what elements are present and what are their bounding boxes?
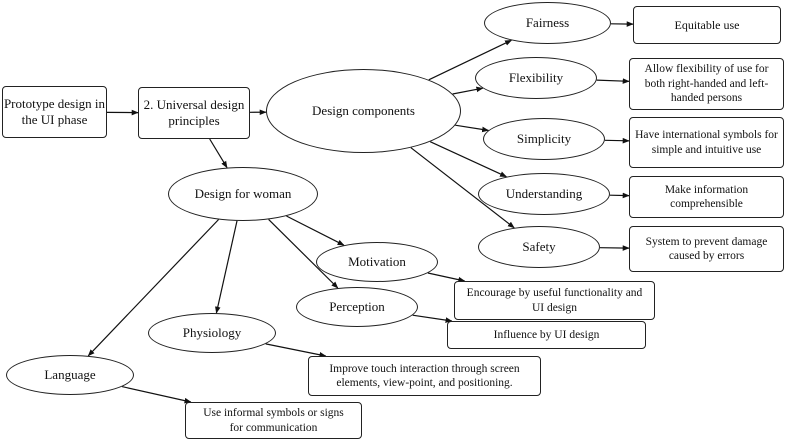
arrow-physiology-to-physiology-desc [265, 343, 327, 358]
flexibility-label: Flexibility [508, 69, 564, 85]
arrow-flexibility-to-flex-desc [596, 78, 630, 84]
language-description-box: Use informal symbols or signs for commun… [185, 402, 362, 439]
arrow-universal-to-design-for-woman [209, 138, 228, 169]
design-for-woman-label: Design for woman [194, 185, 292, 201]
safety-ellipse: Safety [478, 226, 600, 268]
understanding-description-label: Make information comprehensible [664, 183, 749, 210]
safety-description-label: System to prevent damage caused by error… [645, 235, 768, 262]
arrow-design-components-to-fairness [428, 39, 513, 81]
language-description-label: Use informal symbols or signs for commun… [203, 407, 344, 434]
equitable-use-label: Equitable use [674, 17, 740, 32]
arrow-motivation-to-motivation-desc [427, 272, 466, 283]
arrow-design-components-to-understanding [429, 141, 508, 178]
motivation-ellipse: Motivation [316, 242, 438, 282]
equitable-use-box: Equitable use [633, 6, 781, 44]
perception-ellipse: Perception [296, 287, 418, 327]
design-components-ellipse: Design components [266, 69, 461, 153]
universal-design-principles-label: 2. Universal design principles [143, 96, 245, 128]
arrow-perception-to-perception-desc [412, 314, 453, 323]
arrow-design-for-woman-to-physiology [215, 220, 238, 314]
physiology-description-label: Improve touch interaction through screen… [329, 362, 520, 389]
perception-label: Perception [329, 298, 385, 314]
physiology-ellipse: Physiology [148, 313, 276, 353]
arrow-design-components-to-flexibility [452, 86, 484, 95]
understanding-description-box: Make information comprehensible [629, 176, 784, 218]
flexibility-ellipse: Flexibility [475, 57, 597, 99]
physiology-description-box: Improve touch interaction through screen… [308, 356, 541, 396]
language-label: Language [44, 366, 96, 382]
arrow-simplicity-to-simp-desc [604, 137, 630, 144]
motivation-description-box: Encourage by useful functionality and UI… [454, 281, 655, 320]
simplicity-label: Simplicity [516, 130, 572, 146]
arrow-design-for-woman-to-perception [268, 218, 339, 289]
design-components-label: Design components [312, 102, 415, 118]
safety-label: Safety [522, 238, 556, 254]
fairness-label: Fairness [525, 14, 570, 30]
flexibility-description-box: Allow flexibility of use for both right-… [629, 58, 784, 110]
perception-description-label: Influence by UI design [493, 328, 600, 341]
perception-description-box: Influence by UI design [447, 321, 646, 349]
arrow-language-to-language-desc [121, 386, 192, 404]
prototype-design-label: Prototype design in the UI phase [3, 95, 106, 127]
flexibility-description-label: Allow flexibility of use for both right-… [644, 63, 769, 105]
arrow-design-for-woman-to-motivation [286, 215, 345, 246]
simplicity-description-label: Have international symbols for simple an… [635, 129, 778, 156]
arrow-design-components-to-safety [410, 147, 515, 229]
language-ellipse: Language [6, 355, 134, 395]
motivation-label: Motivation [348, 253, 406, 269]
design-for-woman-ellipse: Design for woman [168, 167, 318, 221]
simplicity-ellipse: Simplicity [483, 118, 605, 160]
safety-description-box: System to prevent damage caused by error… [629, 226, 784, 272]
arrow-design-for-woman-to-language [87, 219, 220, 357]
physiology-label: Physiology [182, 324, 242, 340]
prototype-design-box: Prototype design in the UI phase [2, 86, 107, 138]
fairness-ellipse: Fairness [484, 2, 611, 44]
understanding-ellipse: Understanding [478, 173, 610, 215]
simplicity-description-box: Have international symbols for simple an… [629, 117, 784, 168]
motivation-description-label: Encourage by useful functionality and UI… [466, 287, 643, 314]
understanding-label: Understanding [505, 185, 583, 201]
universal-design-principles-box: 2. Universal design principles [138, 87, 250, 139]
arrow-design-components-to-simplicity [455, 124, 490, 133]
